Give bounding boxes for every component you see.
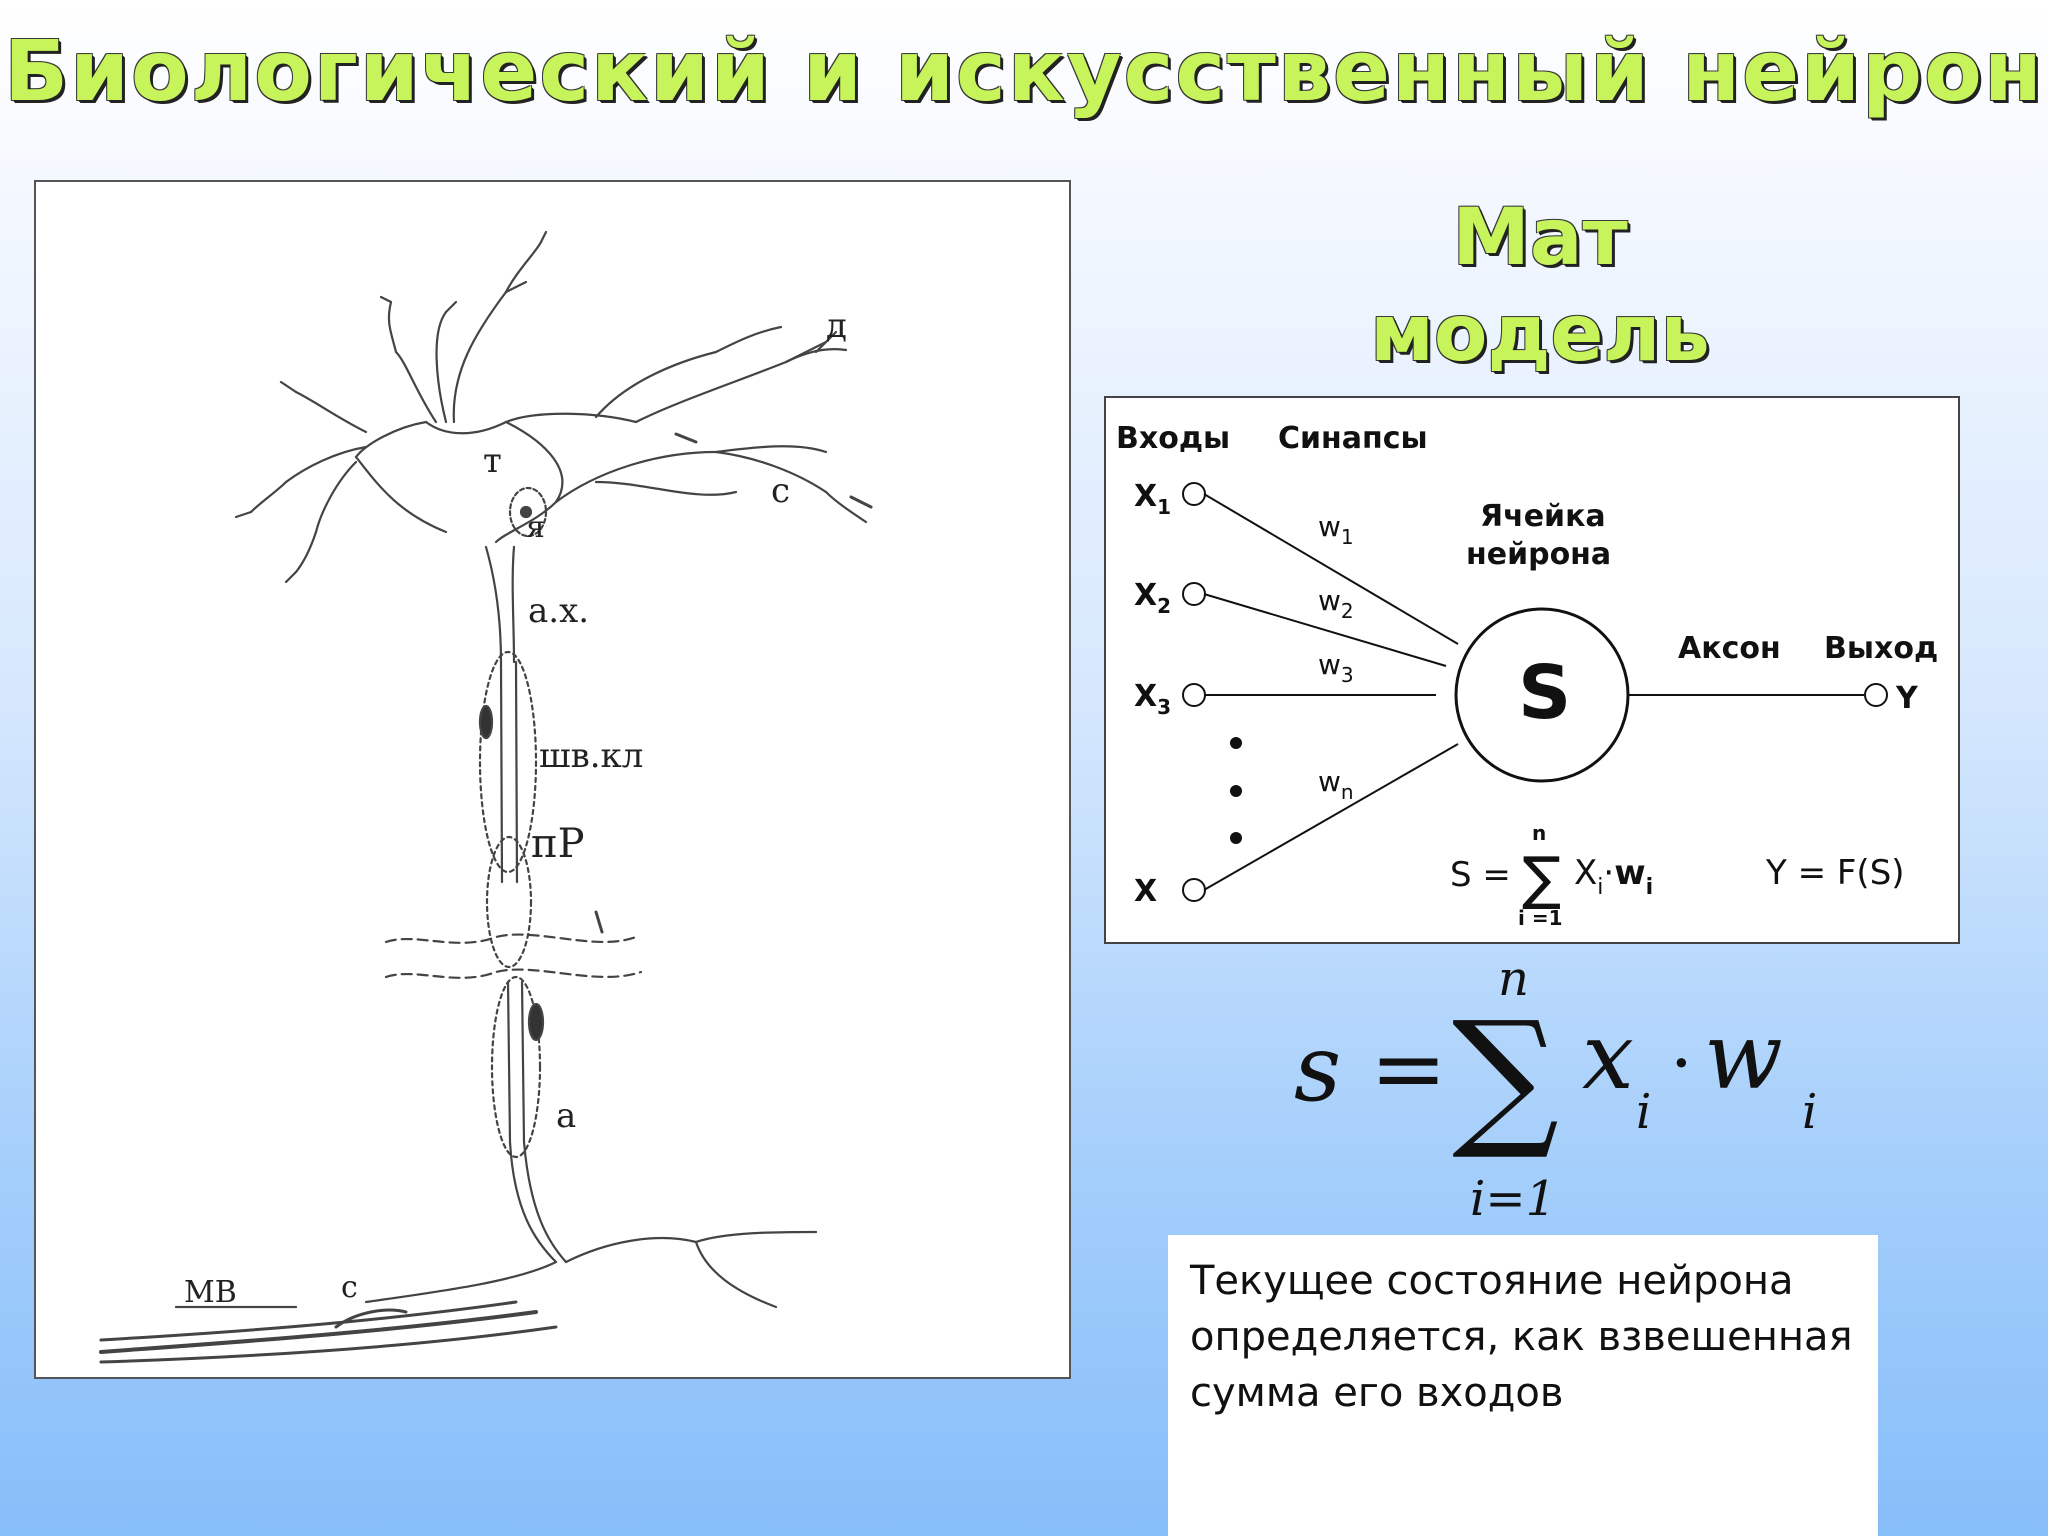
label-schwann-cell: шв.кл [539,736,643,776]
weight-w1: w1 [1318,510,1354,549]
label-axon: а [556,1096,576,1136]
description-box: Текущее состояние нейрона определяется, … [1168,1235,1878,1536]
label-ranvier-node: пР [531,821,585,867]
formula-lower: i=1 [1470,1171,1556,1227]
label-muscle-fiber: МВ [184,1275,237,1310]
header-inputs: Входы [1116,421,1230,456]
output-symbol: Y [1895,681,1919,716]
biological-neuron-panel: д т я с а.х. шв.кл пР а МВ с [34,180,1071,1379]
model-formula-lower: i =1 [1518,906,1563,930]
weight-wn: wn [1318,765,1354,804]
axon-label: Аксон [1678,631,1781,666]
formula-lhs: s [1294,1015,1341,1122]
weight-w2: w2 [1318,584,1354,623]
label-body: т [483,441,502,481]
subtitle-line-2: модель [1370,289,1710,379]
model-formula-upper: n [1532,821,1546,845]
model-sigma: ∑ [1522,844,1561,912]
label-synapse-bottom: с [341,1270,358,1305]
input-x1: X1 [1134,479,1171,519]
model-formula-lhs: S = [1450,855,1511,895]
model-formula-output: Y = F(S) [1765,853,1905,893]
cell-label-line-2: нейрона [1466,537,1611,572]
math-model-panel: Входы Синапсы Ячейка нейрона Аксон Выход [1104,396,1960,944]
input-xn: X [1134,874,1157,909]
weighted-sum-formula: s = ∑ n i=1 x i · w i [1294,951,1817,1227]
input-x3: X3 [1134,679,1171,719]
formula-dot: · [1670,1021,1693,1105]
biological-neuron-drawing: д т я с а.х. шв.кл пР а МВ с [99,230,873,1364]
slide-subtitle: Мат модель [1340,190,1740,382]
slide-title: Биологический и искусственный нейрон [4,22,2044,120]
formula-x: x [1582,1003,1634,1110]
label-dendrite: д [826,306,847,346]
label-axon-hillock: а.х. [528,591,589,631]
formula-w-sub: i [1802,1084,1817,1140]
formula-w: w [1704,1003,1783,1110]
description-text: Текущее состояние нейрона определяется, … [1190,1258,1853,1416]
formula-equals: = [1370,1015,1447,1122]
formula-sigma: ∑ [1452,990,1559,1164]
label-nucleus: я [526,510,545,545]
formula-x-sub: i [1636,1084,1651,1140]
formula-upper: n [1498,951,1529,1007]
input-x2: X2 [1134,578,1171,618]
subtitle-line-1: Мат [1452,193,1628,283]
cell-label-line-1: Ячейка [1480,499,1606,534]
sum-symbol: S [1518,650,1571,736]
weight-w3: w3 [1318,648,1354,687]
neuron-model-diagram: Входы Синапсы Ячейка нейрона Аксон Выход [1116,421,1938,930]
header-synapses: Синапсы [1278,421,1428,456]
output-label: Выход [1824,631,1938,666]
model-formula-term: Xi·wi [1574,853,1653,900]
label-synapse-top: с [771,471,790,511]
